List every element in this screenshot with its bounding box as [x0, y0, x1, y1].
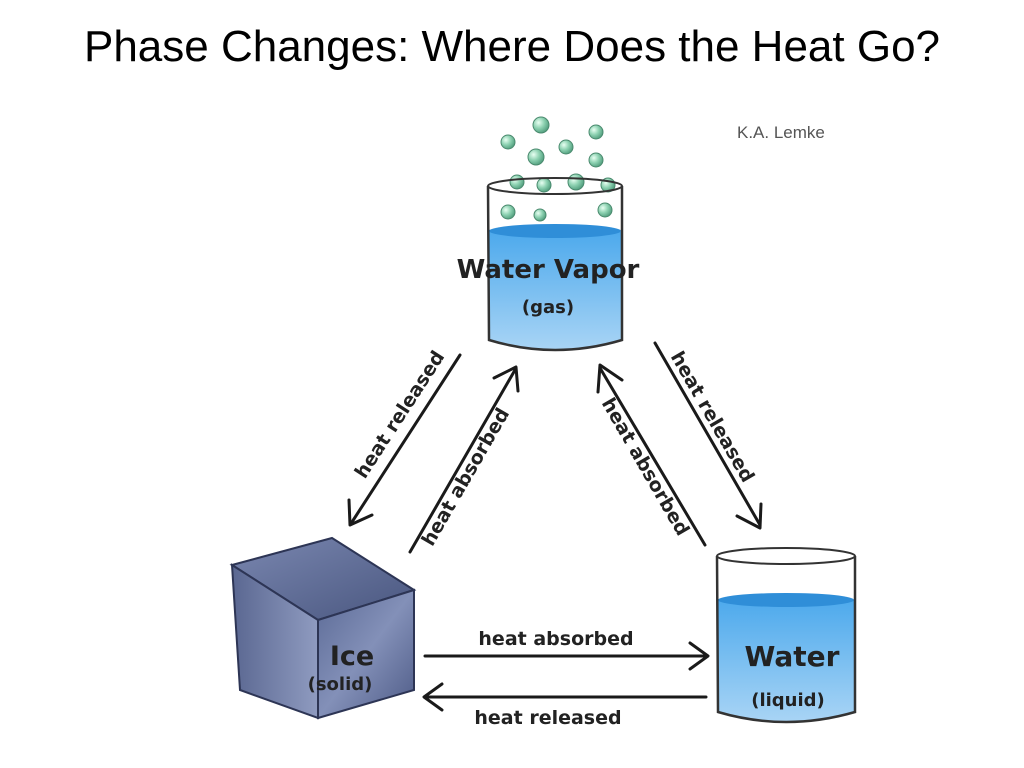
liquid-beaker: Water (liquid): [715, 547, 857, 724]
ice-cube: Ice (solid): [229, 536, 417, 720]
label-liquid-to-solid: heat released: [474, 707, 621, 729]
arrow-liquid-to-solid: [422, 682, 708, 712]
arrow-solid-to-liquid: [423, 641, 710, 671]
author-credit: K.A. Lemke: [737, 123, 825, 142]
arrow-solid-to-gas: [408, 365, 520, 554]
label-liquid-to-gas: heat absorbed: [597, 394, 694, 539]
water-sublabel: (liquid): [751, 690, 825, 711]
label-gas-to-solid: heat released: [351, 347, 450, 482]
vapor-molecules: [500, 116, 616, 222]
ice-label: Ice: [330, 641, 374, 672]
slide-title: Phase Changes: Where Does the Heat Go?: [83, 22, 941, 71]
label-solid-to-gas: heat absorbed: [417, 404, 514, 549]
ice-sublabel: (solid): [308, 674, 373, 695]
vapor-label: Water Vapor: [457, 255, 640, 285]
label-gas-to-liquid: heat released: [666, 348, 759, 486]
arrow-gas-to-liquid: [653, 341, 763, 530]
vapor-sublabel: (gas): [522, 297, 574, 318]
arrow-liquid-to-gas: [596, 363, 707, 547]
label-solid-to-liquid: heat absorbed: [478, 628, 633, 650]
water-label: Water: [745, 640, 840, 673]
vapor-beaker: Water Vapor (gas): [457, 116, 640, 352]
arrow-gas-to-solid: [347, 353, 462, 527]
